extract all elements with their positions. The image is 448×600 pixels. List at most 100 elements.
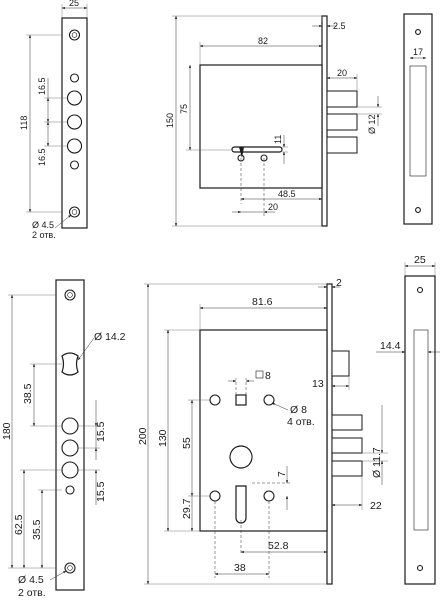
dim-bottom-backset: 52.8 [240, 520, 328, 555]
dim-top-body-width: 82 [199, 36, 323, 65]
bottom-faceplate-bolt-hole-1 [61, 417, 79, 435]
bottom-faceplate-bolt-hole-2 [61, 439, 79, 457]
label-top-spindle-offset: 20 [268, 202, 278, 212]
top-strike-plate: 17 [403, 13, 433, 225]
label-bottom-overall-height: 200 [137, 427, 149, 445]
top-faceplate-screw-hole-bottom [68, 206, 81, 218]
label-bottom-62-5: 62.5 [13, 514, 25, 535]
label-bottom-cutout-diameter: Ø 14.2 [94, 331, 126, 343]
label-bottom-bolt-diameter: Ø 11.7 [371, 447, 383, 478]
dim-bottom-cutout-to-bolt: 38.5 [22, 363, 62, 427]
dim-top-keyhole-size: 11 [273, 135, 288, 164]
bottom-faceplate-bolt-hole-3 [61, 461, 79, 479]
label-top-plate-thickness: 2.5 [333, 21, 346, 31]
bottom-lock-bolt-2 [331, 437, 363, 454]
dim-bottom-cylinder-offset: 7 [252, 466, 290, 510]
label-bottom-latch-projection: 13 [312, 378, 324, 390]
dim-bottom-hole-diameter: Ø 8 4 отв. [271, 402, 315, 428]
label-top-strike-width: 17 [413, 47, 423, 57]
bottom-strike-outline [404, 275, 436, 585]
bottom-strike-opening [413, 329, 429, 531]
label-bottom-inner-height: 130 [157, 429, 169, 447]
label-top-overall-height: 150 [165, 113, 175, 128]
label-bottom-bolt-to-plate: 22 [370, 500, 382, 512]
dim-bottom-body-width: 81.6 [199, 296, 328, 330]
bottom-faceplate-outline [55, 279, 85, 591]
dim-bottom-overall-height: 200 [137, 283, 327, 585]
label-bottom-cylinder-offset: 7 [276, 471, 288, 477]
label-top-bolt-diameter: Ø 12 [367, 114, 377, 134]
label-top-spacing-lower: 16.5 [37, 148, 47, 166]
label-bottom-strike-inset: 14.4 [380, 340, 401, 352]
bottom-lock-mount-hole-br [263, 490, 275, 502]
dim-bottom-inner-height: 130 [157, 329, 200, 532]
top-strike-hole-top [415, 29, 421, 35]
dim-top-plate-thickness: 2.5 [312, 16, 346, 31]
top-strike-opening [409, 65, 427, 177]
bottom-faceplate-screw-hole-top [64, 289, 76, 301]
label-bottom-hole-offset: 38 [234, 562, 246, 574]
label-bottom-spacing-upper: 15.5 [95, 421, 107, 442]
label-top-spacing-upper: 16.5 [37, 77, 47, 95]
label-top-body-width: 82 [258, 36, 268, 46]
dim-bottom-cylinder-bottom: 29.7 [181, 496, 194, 532]
label-bottom-cutout-to-bolt: 38.5 [22, 383, 34, 404]
label-bottom-screw-diameter: Ø 4.5 [18, 574, 44, 586]
label-top-screw-count: 2 отв. [32, 230, 56, 240]
dim-bottom-faceplate-height: 180 [1, 294, 56, 569]
top-faceplate-screw-hole-top [68, 29, 81, 41]
bottom-faceplate-screw-hole-bottom [64, 562, 76, 574]
dim-bottom-latch-projection: 13 [312, 376, 350, 390]
dim-top-faceplate-width: 25 [61, 0, 88, 18]
bottom-lock-bolt-3 [331, 460, 363, 477]
dim-bottom-bolt-to-plate: 22 [331, 476, 382, 512]
bottom-lock-latch [331, 350, 350, 377]
label-bottom-square-size: 8 [265, 370, 271, 382]
dim-top-spindle-offset: 20 [232, 158, 278, 216]
dim-bottom-plate-thickness: 2 [318, 277, 342, 289]
label-top-faceplate-height: 118 [19, 116, 29, 130]
bottom-lock-mount-hole-tl [209, 394, 221, 406]
top-faceplate-bolt-hole-2 [66, 114, 83, 130]
top-faceplate-small-hole [69, 73, 80, 83]
bottom-lock-bolt-1 [331, 414, 363, 431]
label-bottom-35-5: 35.5 [31, 519, 43, 540]
label-bottom-spacing-lower: 15.5 [95, 481, 107, 502]
bottom-faceplate-latch-cutout [61, 352, 79, 376]
bottom-strike-hole-bottom [416, 564, 424, 572]
dim-top-overall-height: 150 [165, 15, 322, 227]
dim-bottom-cutout-diameter: Ø 14.2 [77, 331, 126, 361]
top-lock-bolt-1 [326, 90, 358, 108]
dim-top-screw-diameter: Ø 4.5 2 отв. [32, 214, 72, 240]
bottom-lock-faceplate [326, 283, 333, 585]
bottom-strike-plate: 25 14.4 [376, 254, 440, 585]
bottom-lock-cylinder-slot [235, 485, 247, 524]
label-bottom-hole-count: 4 отв. [287, 416, 315, 428]
label-bottom-strike-width: 25 [414, 254, 426, 266]
label-bottom-cylinder-bottom: 29.7 [181, 498, 193, 519]
label-bottom-body-width: 81.6 [252, 296, 273, 308]
top-lock-bolt-2 [326, 113, 358, 131]
bottom-lock-body [199, 283, 363, 585]
bottom-faceplate-small-hole [65, 485, 75, 495]
dim-top-backset: 48.5 [240, 158, 323, 204]
label-bottom-hole-spacing: 55 [181, 437, 193, 449]
bottom-lock-cylinder-round [229, 445, 253, 469]
top-lock-case [199, 64, 323, 189]
top-faceplate-bolt-hole-1 [66, 90, 83, 106]
label-bottom-backset: 52.8 [268, 540, 289, 552]
dim-top-keyhole-height: 75 [179, 64, 232, 151]
dim-top-bolt-projection: 20 [326, 68, 358, 91]
label-bottom-plate-thickness: 2 [336, 277, 342, 289]
label-top-keyhole-height: 75 [179, 104, 189, 114]
dim-bottom-bolt-diameter: Ø 11.7 [362, 405, 388, 485]
label-top-faceplate-width: 25 [69, 0, 79, 8]
label-top-screw-diameter: Ø 4.5 [32, 220, 54, 230]
top-lock-key-slot [231, 146, 283, 153]
dim-bottom-hole-spacing: 55 [181, 399, 210, 497]
dim-bottom-square: 8 [228, 370, 271, 395]
dim-top-bolt-diameter: Ø 12 [357, 96, 382, 134]
bottom-lock-mount-hole-bl [209, 490, 221, 502]
top-faceplate-bolt-hole-3 [66, 138, 83, 154]
top-lock-faceplate [321, 15, 328, 227]
